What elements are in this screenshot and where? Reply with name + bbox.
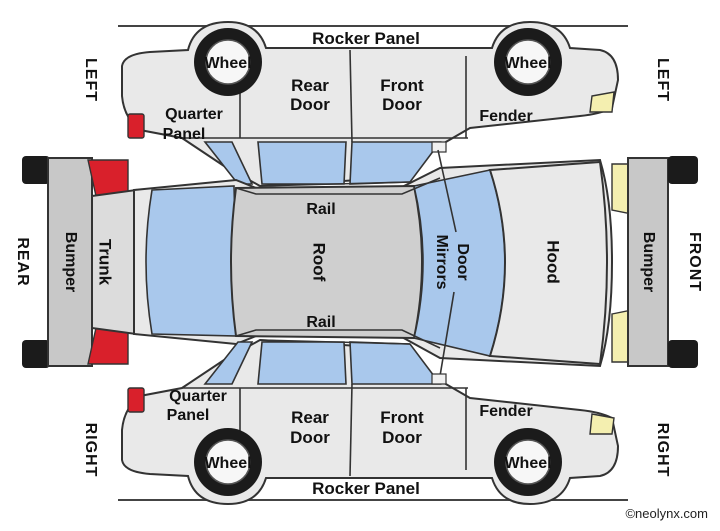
mirror-pointer-top [437,149,457,233]
label-quarter-panel-left-1: Quarter [165,106,223,123]
label-rear-bumper: Bumper [62,232,79,292]
left-rear-window [203,141,254,185]
left-head-light [589,91,615,113]
label-rail-bottom: Rail [306,314,335,331]
label-rear-door-right-1: Rear [291,408,329,427]
rear-bumper-shape [47,157,93,367]
label-left-east: LEFT [654,58,671,102]
label-front-door-left-1: Front [380,76,424,95]
rear-left-light [87,159,129,197]
left-rear-door-window [257,141,347,185]
hood-panel [488,160,608,366]
rear-right-tire-top [22,340,50,368]
label-door-mirrors-2: Mirrors [433,234,450,289]
label-roof: Roof [310,243,329,282]
left-rear-rim [205,39,251,85]
left-mirror [431,141,447,153]
rear-windshield [145,185,239,337]
left-door-divider [349,49,353,143]
label-door-mirrors-1: Door [454,243,471,280]
top-rail-line [235,177,441,195]
right-beltline [259,339,411,345]
top-down-view [22,149,698,377]
right-door-divider [349,383,353,477]
label-hood: Hood [544,240,563,283]
label-front-door-right-2: Door [382,428,422,447]
right-rear-rim [205,439,251,485]
label-rear-door-right-2: Door [290,428,330,447]
right-tail-light [127,387,145,413]
label-right-west: RIGHT [82,423,99,478]
right-rear-window [203,341,254,385]
label-quarter-panel-right-1: Quarter [169,388,227,405]
left-tail-light [127,113,145,139]
copyright-text: ©neolynx.com [625,506,708,521]
label-rail-top: Rail [306,201,335,218]
rear-left-tire-top [22,156,50,184]
label-rear: REAR [14,237,31,286]
right-side-view [121,338,620,506]
front-bumper-shape [627,157,669,367]
front-left-tire-top [668,156,698,184]
mirror-pointer-bottom [439,291,455,377]
bottom-rail-line [235,329,441,349]
label-rocker-panel-bottom: Rocker Panel [312,479,420,498]
label-trunk: Trunk [96,239,115,286]
label-wheel-right-rear: Wheel [204,455,251,472]
label-left-west: LEFT [82,58,99,102]
label-right-east: RIGHT [654,423,671,478]
label-fender-left: Fender [479,108,532,125]
rear-right-light [87,327,129,365]
label-wheel-left-rear: Wheel [204,55,251,72]
label-rear-door-left-2: Door [290,95,330,114]
left-beltline [259,181,411,187]
label-quarter-panel-left-2: Panel [163,126,206,143]
label-wheel-right-front: Wheel [504,455,551,472]
left-front-rim [505,39,551,85]
label-front-door-left-2: Door [382,95,422,114]
right-front-rim [505,439,551,485]
left-side-view [121,20,620,188]
label-wheel-left-front: Wheel [504,55,551,72]
right-rear-door-window [257,341,347,385]
right-head-light [589,413,615,435]
label-front-door-right-1: Front [380,408,424,427]
label-rear-door-left-1: Rear [291,76,329,95]
label-front-bumper: Bumper [640,232,657,292]
right-mirror [431,373,447,385]
label-quarter-panel-right-2: Panel [167,407,210,424]
label-rocker-panel-top: Rocker Panel [312,29,420,48]
label-fender-right: Fender [479,403,532,420]
label-front: FRONT [686,232,703,292]
front-right-tire-top [668,340,698,368]
